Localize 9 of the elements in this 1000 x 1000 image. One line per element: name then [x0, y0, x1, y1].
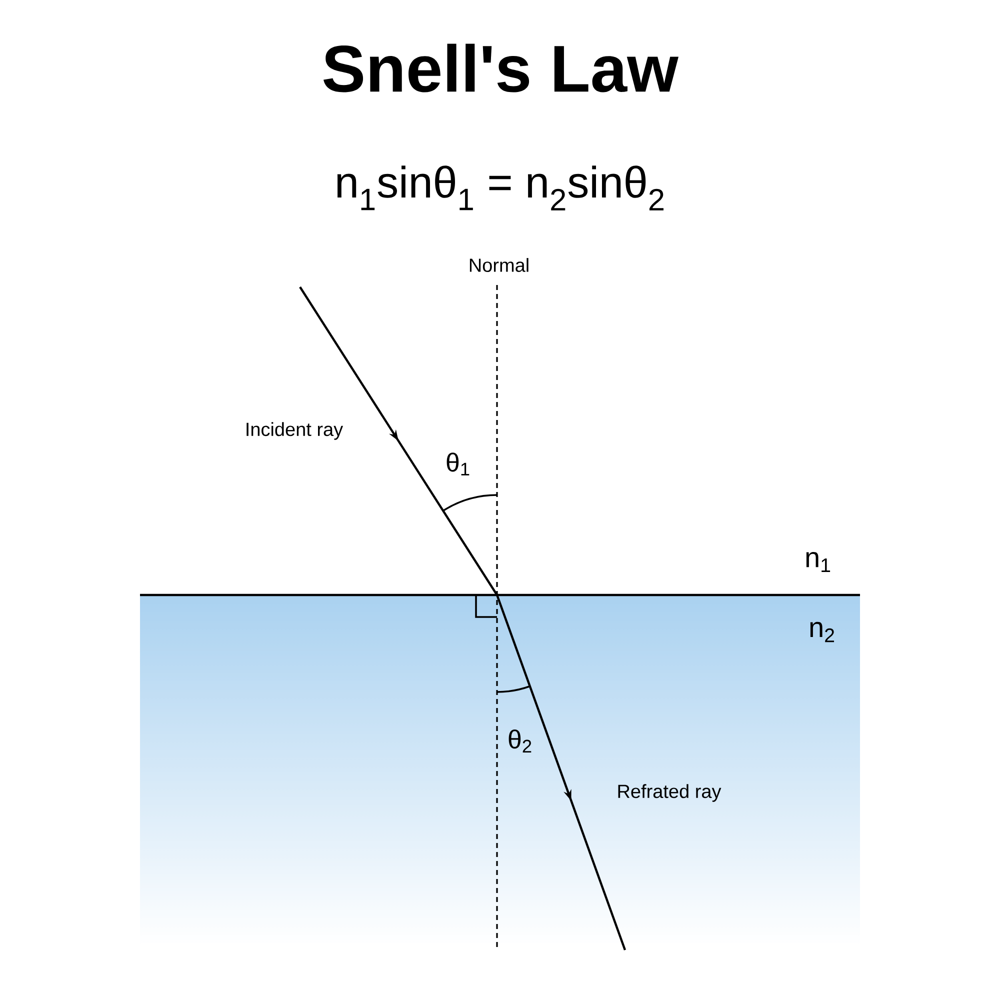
angle-label: θ$_{2}$ — [508, 730, 532, 752]
ray-label: Incident ray — [246, 422, 344, 440]
title: Snell's Law — [324, 44, 678, 92]
ray-label: Refrated ray — [618, 784, 722, 802]
medium-label: n$_{1}$ — [806, 552, 830, 572]
angle-label: θ$_{1}$ — [446, 452, 470, 476]
medium-label: n$_{2}$ — [810, 622, 834, 642]
formula: n$_{1}$sinθ$_{1}$ = n$_{2}$sinθ$_{2}$ — [337, 166, 664, 210]
axis-label: Normal — [470, 258, 528, 272]
